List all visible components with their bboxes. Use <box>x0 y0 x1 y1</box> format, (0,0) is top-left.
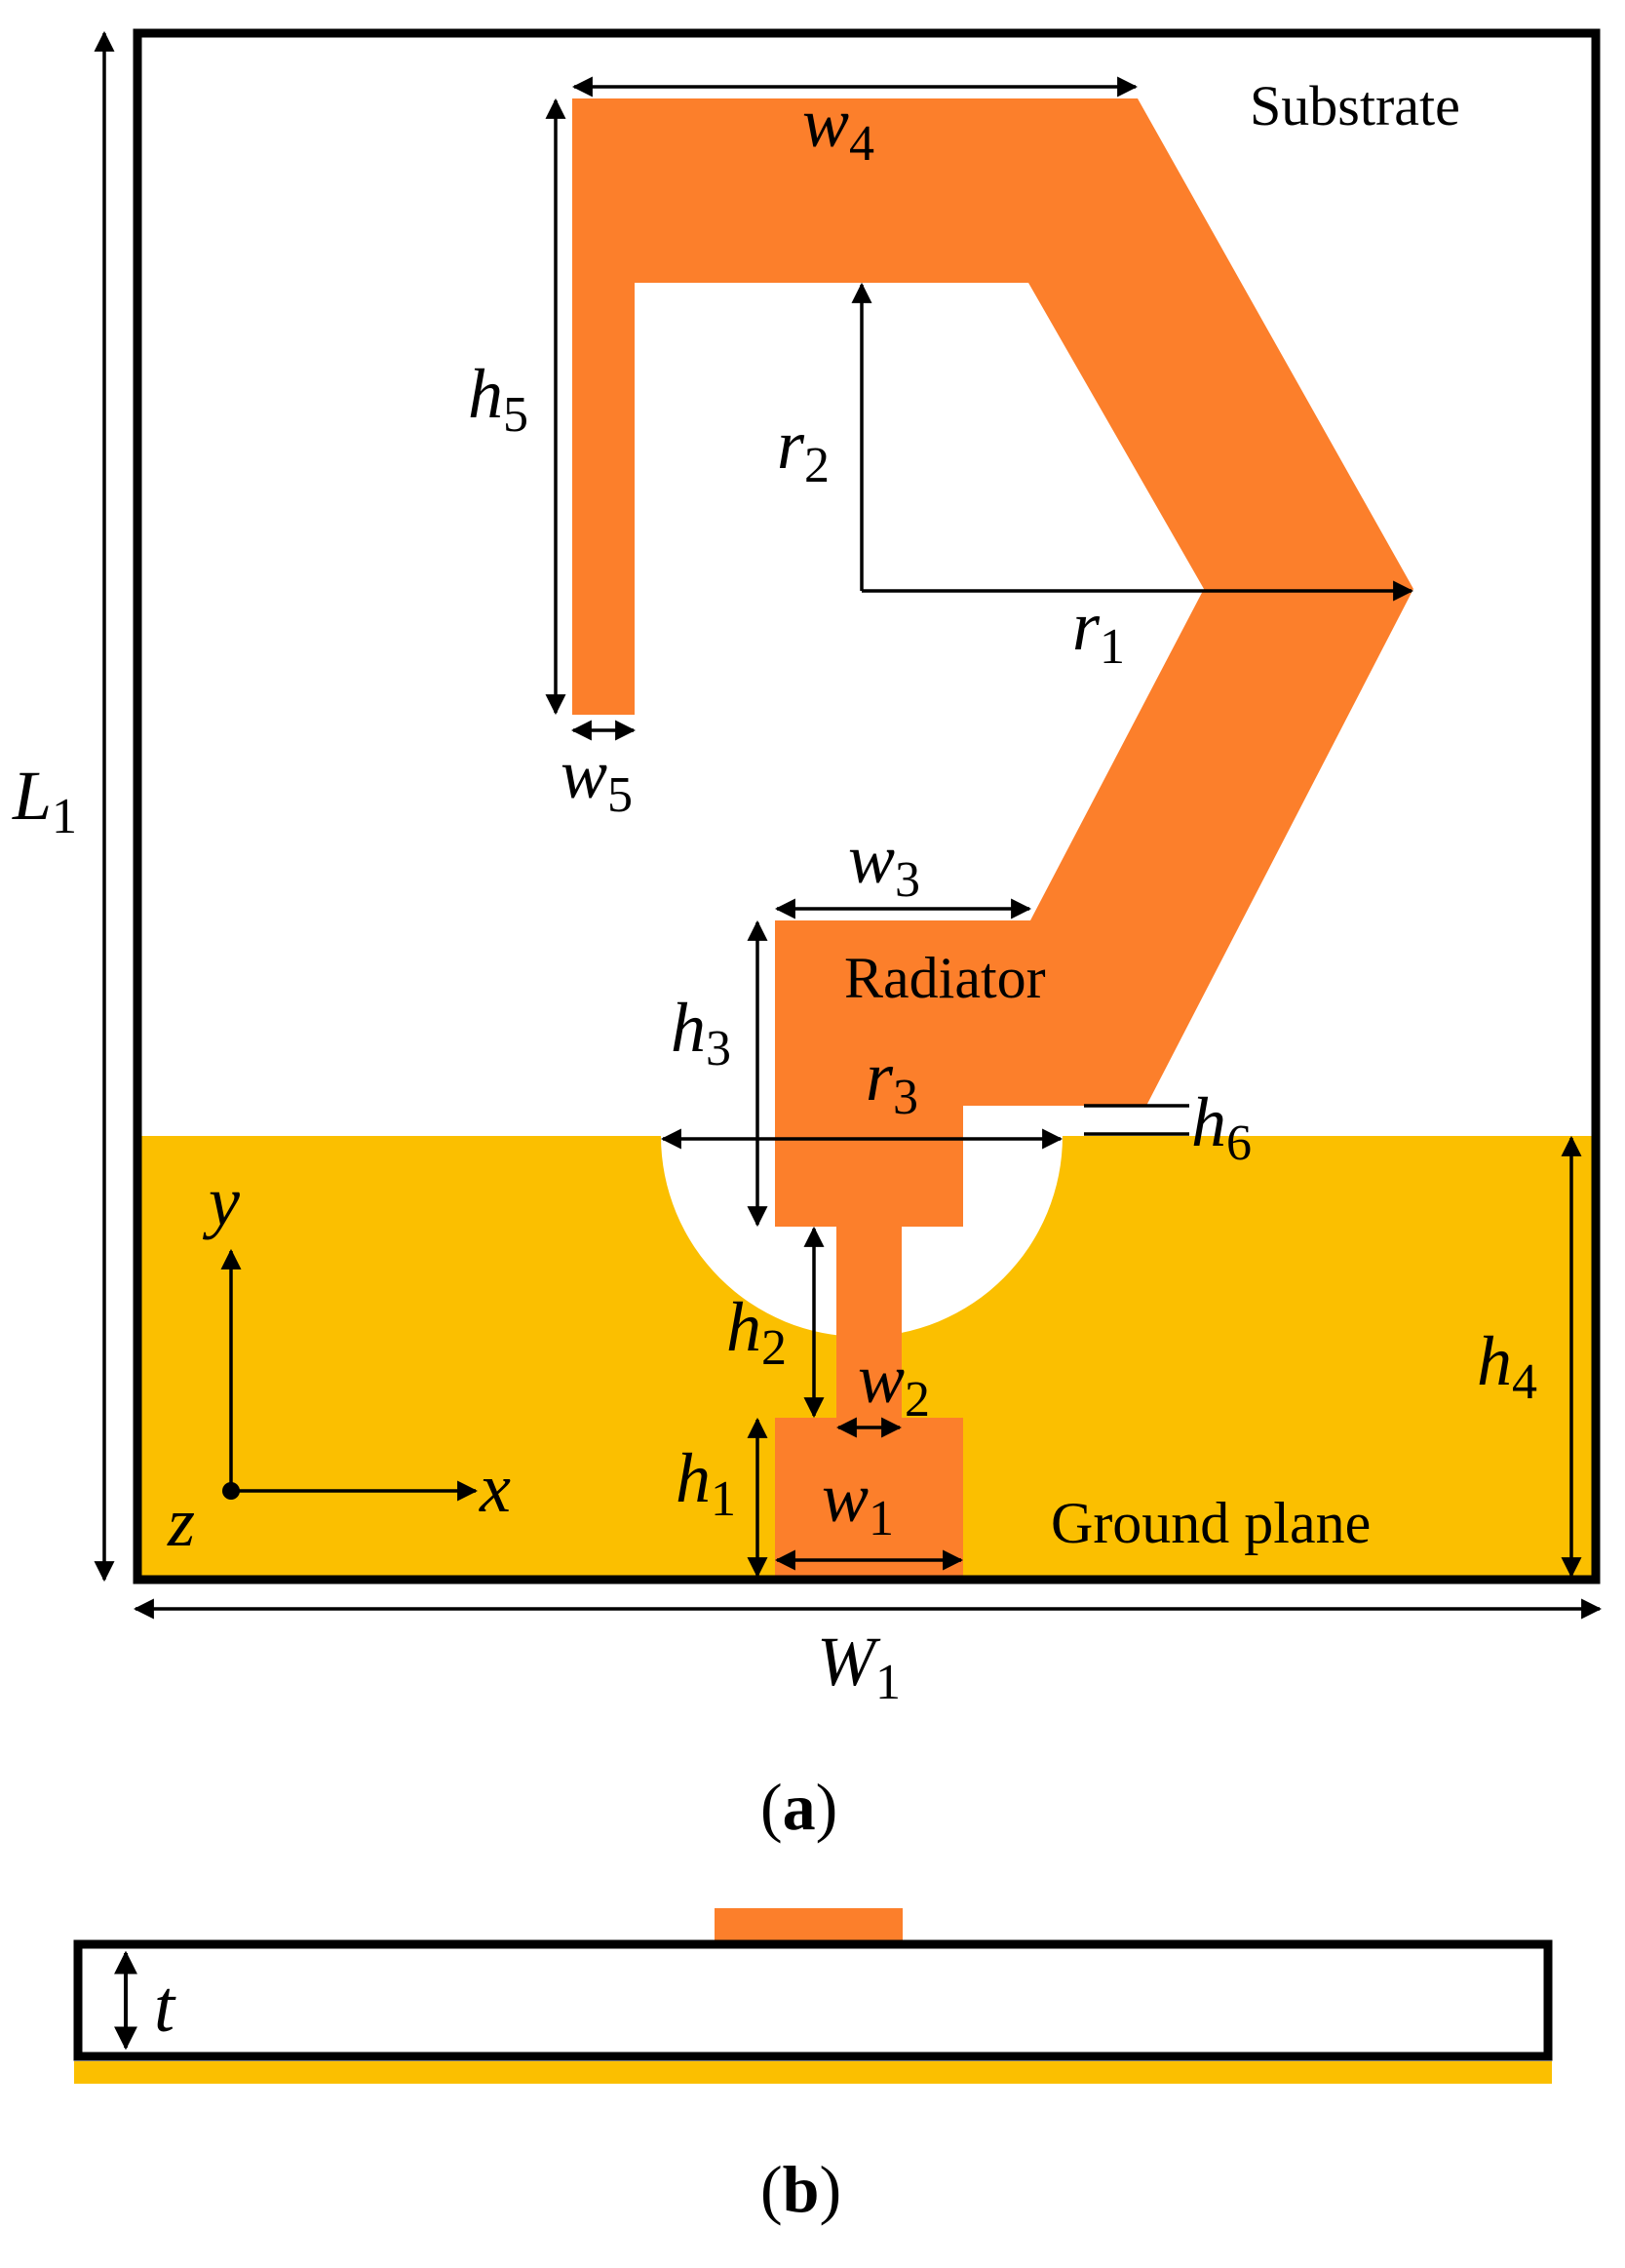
dimension-lines <box>94 30 1603 1620</box>
w3-label: w3 <box>848 820 920 908</box>
w5-label: w5 <box>561 735 633 823</box>
L1-label: L1 <box>12 757 77 844</box>
h2-label: h2 <box>726 1288 787 1376</box>
r1-label: r1 <box>1072 587 1125 675</box>
w2-label: w2 <box>858 1340 930 1427</box>
h1-label: h1 <box>676 1439 736 1527</box>
caption-a: (a) <box>760 1770 837 1844</box>
r3-label: r3 <box>866 1037 918 1125</box>
x-axis-label: x <box>479 1449 511 1527</box>
t-label: t <box>154 1966 176 2048</box>
side-ground-strip <box>74 2061 1552 2084</box>
radiator-upper-body <box>572 98 1413 1227</box>
top-view: Substrate Radiator Ground plane w4 h5 r2… <box>12 28 1603 1844</box>
side-view: t (b) <box>73 1908 1553 2226</box>
side-substrate <box>73 1939 1553 2061</box>
ground-plane-label: Ground plane <box>1051 1491 1371 1555</box>
coordinate-axes <box>220 1248 479 1502</box>
h5-label: h5 <box>468 355 528 443</box>
caption-b: (b) <box>760 2152 841 2226</box>
radiator-label: Radiator <box>844 946 1046 1010</box>
substrate-label: Substrate <box>1250 74 1460 137</box>
y-axis-label: y <box>202 1162 240 1240</box>
w1-label: w1 <box>822 1459 894 1546</box>
h3-label: h3 <box>671 989 731 1076</box>
W1-label: W1 <box>817 1623 901 1710</box>
side-radiator-strip <box>715 1908 903 1942</box>
substrate-outline <box>133 28 1601 1584</box>
z-axis-label: z <box>167 1483 195 1561</box>
radiator-feed-narrow <box>836 1227 902 1418</box>
z-axis-dot <box>222 1482 240 1500</box>
h6-label: h6 <box>1191 1083 1252 1171</box>
w4-label: w4 <box>802 84 874 172</box>
r2-label: r2 <box>777 406 830 493</box>
h4-label: h4 <box>1477 1322 1537 1410</box>
